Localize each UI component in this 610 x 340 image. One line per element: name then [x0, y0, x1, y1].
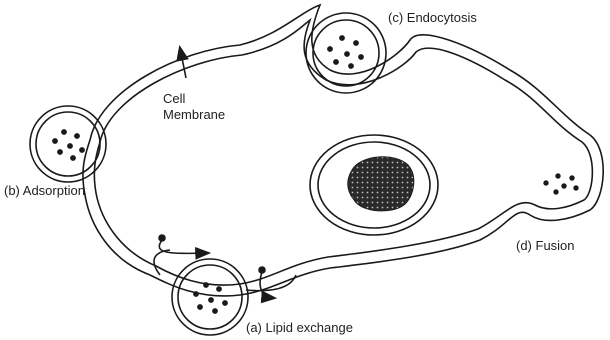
cell-membrane-pointer [180, 48, 186, 78]
fusion-particles [544, 174, 579, 195]
lipid-molecules [159, 235, 266, 274]
lipid-exchange-arrow-left [159, 240, 208, 253]
lipid-exchange-vesicle-inner [178, 265, 242, 329]
label-cell-membrane-line1: Cell [163, 91, 186, 106]
lipid-exchange-vesicle-outer [172, 259, 248, 335]
label-lipid-exchange: (a) Lipid exchange [246, 320, 353, 335]
label-fusion: (d) Fusion [516, 238, 575, 253]
endocytosis-particles [327, 35, 363, 68]
adsorption-particles [52, 129, 84, 160]
label-adsorption: (b) Adsorption [4, 183, 85, 198]
lipid-exchange-bridge-right [246, 275, 296, 291]
label-endocytosis: (c) Endocytosis [388, 10, 477, 25]
label-cell-membrane-line2: Membrane [163, 107, 225, 122]
lipid-exchange-particles [193, 282, 227, 313]
nucleolus [348, 157, 414, 211]
